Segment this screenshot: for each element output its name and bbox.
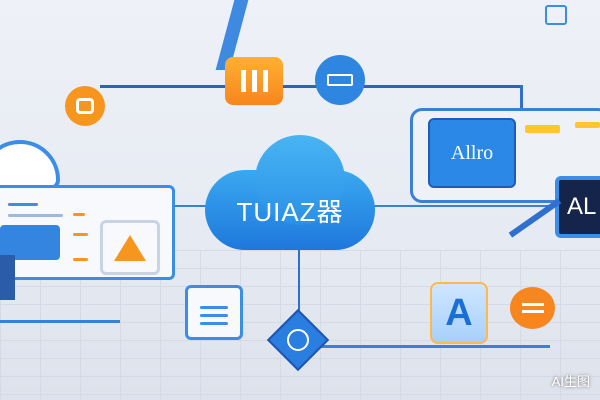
letter-tile[interactable]: A: [430, 282, 488, 344]
cloud-top: [255, 135, 345, 225]
cloud-label: TUIAZ器: [236, 197, 344, 227]
orange-toggle-icon: [510, 287, 555, 329]
dark-card[interactable]: AL: [555, 176, 600, 238]
allro-label: Allro: [450, 141, 494, 164]
connector: [100, 85, 520, 88]
document-card: [185, 285, 243, 340]
smile-circle: [287, 329, 309, 351]
connector: [520, 85, 523, 115]
blue-circle-icon: [315, 55, 365, 105]
connector: [320, 345, 550, 348]
watermark: AI生图: [551, 374, 590, 389]
dark-card-label: AL: [567, 193, 597, 220]
connector: [175, 205, 595, 207]
yellow-bar: [575, 122, 600, 128]
warning-icon: [114, 234, 146, 261]
warning-card: [100, 220, 160, 275]
left-dark-block: [0, 255, 15, 300]
orange-bars-icon: [225, 57, 283, 105]
yellow-bar: [525, 125, 560, 133]
connector: [0, 320, 120, 323]
corner-icon: [545, 5, 567, 25]
left-cloud: [0, 140, 60, 190]
letter-tile-label: A: [445, 291, 473, 334]
connector: [298, 230, 300, 330]
left-blue-block: [0, 225, 60, 260]
allro-card[interactable]: Allro: [428, 118, 516, 188]
orange-circle-icon: [65, 86, 105, 126]
